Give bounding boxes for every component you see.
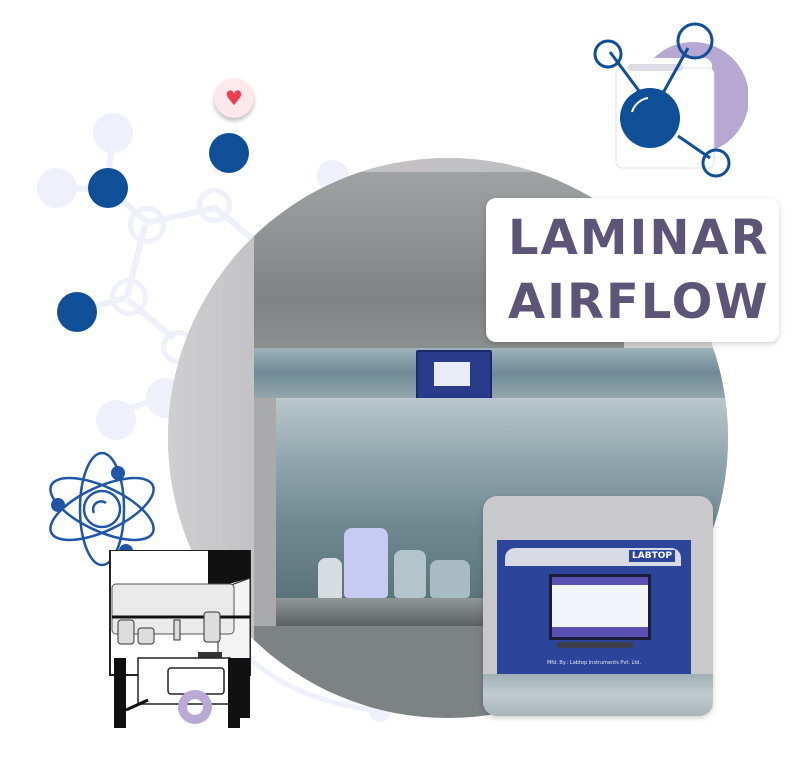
- brand-logo: LABTOP: [629, 550, 675, 562]
- molecule-node: [110, 278, 148, 316]
- share-node-icon: [593, 22, 748, 178]
- rack: [318, 558, 342, 600]
- molecule-node: [96, 400, 136, 440]
- flask: [394, 550, 426, 598]
- molecule-node: [93, 113, 133, 153]
- title-card: LAMINAR AIRFLOW: [486, 198, 779, 342]
- molecule-node: [128, 206, 166, 244]
- brand-strip: LABTOP: [505, 548, 681, 566]
- laminar-cabinet-illustration: [109, 550, 251, 728]
- title-line-2: AIRFLOW: [508, 274, 770, 330]
- control-panel-photo: LABTOP Mfd. By.: Labtop Instruments Pvt.…: [483, 496, 713, 716]
- touch-screen: [549, 574, 651, 640]
- spray-bottle: [344, 528, 388, 598]
- atom-icon: [49, 451, 155, 567]
- molecule-node: [57, 292, 97, 332]
- heart-icon: ♥: [214, 78, 254, 118]
- title-line-1: LAMINAR: [508, 210, 770, 266]
- molecule-node: [88, 168, 128, 208]
- manufacturer-label: Mfd. By.: Labtop Instruments Pvt. Ltd.: [546, 660, 642, 666]
- molecule-node: [37, 168, 77, 208]
- control-panel: [416, 350, 492, 402]
- control-panel: LABTOP Mfd. By.: Labtop Instruments Pvt.…: [497, 540, 691, 674]
- display-slot: [557, 642, 633, 648]
- beaker: [430, 560, 470, 598]
- decorative-ring: [178, 690, 212, 724]
